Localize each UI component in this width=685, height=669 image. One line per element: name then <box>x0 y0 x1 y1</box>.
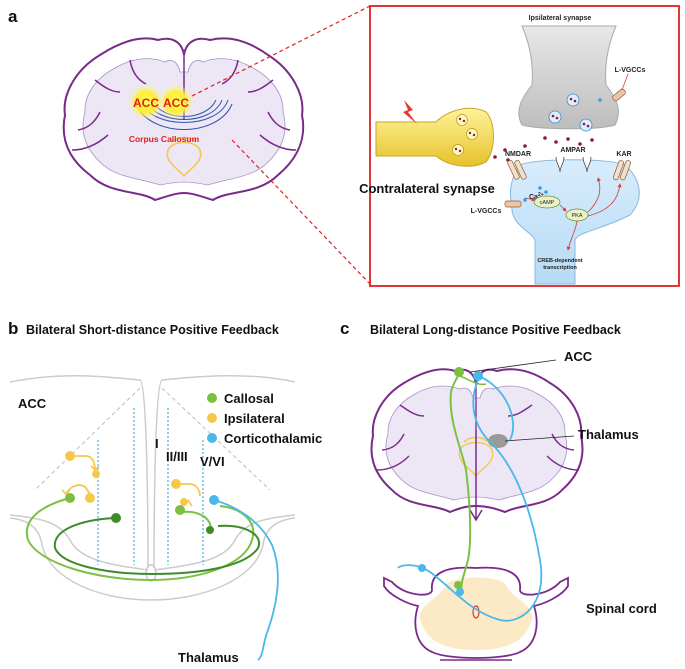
callosal-soma-1 <box>65 493 75 503</box>
spinal-green-terminal <box>454 581 462 589</box>
creb-line-2: transcription <box>543 265 577 271</box>
creb-line-1: CREB-dependent <box>537 258 582 264</box>
ipsilateral-soma-3 <box>85 493 95 503</box>
spinal-cord-section <box>383 566 569 661</box>
legend-callosal-dot <box>207 393 217 403</box>
ampar-receptor-1 <box>555 156 565 173</box>
acc-blue-soma <box>473 371 483 381</box>
pka-label: PKA <box>571 213 582 219</box>
coronal-brain-slice: ACC ACC Corpus Callosum <box>62 37 305 202</box>
column-guide-right <box>161 387 271 491</box>
corpus-callosum-label: Corpus Callosum <box>129 134 200 144</box>
acc-left-glow <box>128 84 164 120</box>
panel-c-acc-label: ACC <box>564 349 593 364</box>
callosal-soma-3 <box>175 505 185 515</box>
legend-ipsilateral-label: Ipsilateral <box>224 411 285 426</box>
layer-i-label: I <box>155 436 159 451</box>
panel-c-thalamus-label: Thalamus <box>578 427 639 442</box>
legend-corticothalamic-dot <box>207 433 217 443</box>
panel-b-thalamus-label: Thalamus <box>178 650 239 665</box>
panel-c: c Bilateral Long-distance Positive Feedb… <box>340 319 657 661</box>
panel-c-title: Bilateral Long-distance Positive Feedbac… <box>370 323 621 337</box>
lvgcc-bottom-channel <box>504 198 527 208</box>
panel-b: b Bilateral Short-distance Positive Feed… <box>8 319 322 665</box>
ipsilateral-soma-4 <box>171 479 181 489</box>
callosal-long-axon <box>449 373 472 591</box>
acc-right-label: ACC <box>163 96 189 110</box>
lvgcc-top-label: L-VGCCs <box>615 67 646 74</box>
thalamus-callout-line <box>504 435 575 442</box>
kar-label: KAR <box>616 151 631 158</box>
panel-c-label: c <box>340 319 349 338</box>
acc-callout-line <box>469 359 557 373</box>
vesicles-contralateral <box>452 114 478 156</box>
lvgcc-top-channel <box>598 73 629 102</box>
acc-left-label: ACC <box>133 96 159 110</box>
layer-v-vi-label: V/VI <box>200 454 225 469</box>
lvgcc-bottom-label: L-VGCCs <box>471 208 502 215</box>
panel-a: a ACC ACC Corpus Callosum <box>8 5 680 287</box>
contralateral-synapse-label: Contralateral synapse <box>359 181 495 196</box>
camp-label: cAMP <box>540 200 555 206</box>
layer-ii-iii-label: II/III <box>166 449 188 464</box>
acc-cortex-outline <box>9 375 296 601</box>
vesicles-ipsilateral <box>548 93 593 132</box>
nmdar-receptor <box>507 159 527 180</box>
legend-ipsilateral-dot <box>207 413 217 423</box>
kar-receptor <box>612 160 632 181</box>
ipsilateral-soma-2 <box>92 470 100 478</box>
lightning-icon <box>403 100 417 124</box>
callosal-soma-4 <box>206 526 214 534</box>
coronal-brain-small <box>370 368 584 522</box>
ipsilateral-neurons <box>61 455 201 507</box>
corticothalamic-long-axon <box>397 375 543 622</box>
acc-right-glow <box>158 84 194 120</box>
drg-blue-soma <box>418 564 426 572</box>
legend-callosal-label: Callosal <box>224 391 274 406</box>
zoom-connector-top <box>191 5 371 97</box>
acc-green-soma <box>454 367 464 377</box>
synapse-inset: Ipsilateral synapse L-VGCCs <box>359 5 680 287</box>
ipsilateral-synapse-label: Ipsilateral synapse <box>529 15 592 22</box>
camp-node <box>533 195 561 209</box>
ipsilateral-soma-5 <box>180 498 188 506</box>
ampar-receptor-2 <box>582 156 592 173</box>
ipsilateral-terminal <box>518 25 619 130</box>
callosal-axon-dark <box>53 517 261 576</box>
ampar-label: AMPAR <box>560 147 585 154</box>
corticothalamic-soma <box>209 495 219 505</box>
panel-a-label: a <box>8 7 18 26</box>
legend-corticothalamic-label: Corticothalamic <box>224 431 322 446</box>
spinal-blue-terminal <box>456 588 464 596</box>
legend: Callosal Ipsilateral Corticothalamic <box>207 391 322 446</box>
panel-b-label: b <box>8 319 18 338</box>
zoom-connector-bottom <box>231 139 371 285</box>
panel-b-title: Bilateral Short-distance Positive Feedba… <box>26 323 279 337</box>
panel-c-spinal-label: Spinal cord <box>586 601 657 616</box>
column-guide-left <box>34 387 141 491</box>
callosal-soma-2 <box>111 513 121 523</box>
ipsilateral-soma-1 <box>65 451 75 461</box>
layer-boundaries <box>97 408 204 565</box>
nmdar-label: NMDAR <box>505 151 531 158</box>
corticothalamic-axon <box>213 499 279 661</box>
panel-b-acc-label: ACC <box>18 396 47 411</box>
